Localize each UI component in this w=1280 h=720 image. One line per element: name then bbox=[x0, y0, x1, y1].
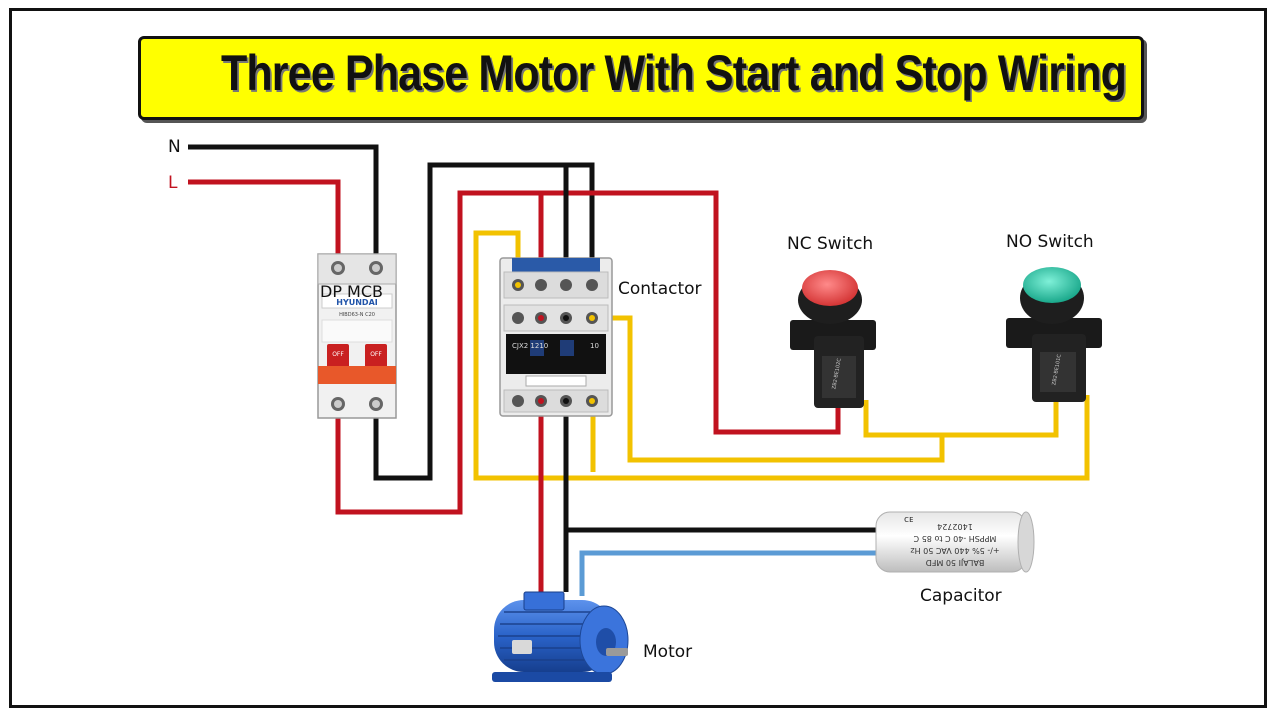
mcb-off-right: OFF bbox=[370, 351, 382, 358]
wire-control-top bbox=[473, 230, 1090, 481]
motor bbox=[492, 591, 629, 682]
no-switch: ZB2-BE101C bbox=[1006, 267, 1102, 402]
wire-capacitor-blue bbox=[579, 550, 880, 596]
nc-marking: ZB2-BE102C bbox=[831, 357, 842, 389]
no-marking: ZB2-BE101C bbox=[1051, 353, 1062, 385]
contactor-model: CJX2 1210 bbox=[512, 342, 548, 350]
label-no-switch: NO Switch bbox=[1006, 232, 1094, 252]
wire-control-aux bbox=[598, 315, 1059, 463]
nc-button-cap bbox=[802, 270, 858, 306]
page-title: Three Phase Motor With Start and Stop Wi… bbox=[221, 45, 1127, 101]
wire-control-nc-no bbox=[863, 400, 942, 438]
cap-line-4: 1402724 bbox=[937, 522, 973, 531]
capacitor: BALAJI 50 MFD +/- 5% 440 VAC 50 Hz MPPSH… bbox=[875, 511, 1035, 573]
cap-line-1: BALAJI 50 MFD bbox=[926, 558, 985, 567]
motor-terminal-box bbox=[523, 591, 565, 611]
wire-mcb-line-out bbox=[335, 190, 841, 515]
mcb-off-left: OFF bbox=[332, 351, 344, 358]
title-banner: Three Phase Motor With Start and Stop Wi… bbox=[138, 36, 1144, 120]
no-button-cap bbox=[1023, 267, 1081, 303]
cap-line-2: +/- 5% 440 VAC 50 Hz bbox=[910, 546, 999, 555]
wire-neutral-in bbox=[188, 144, 379, 268]
motor-shaft bbox=[606, 648, 628, 656]
nc-switch: ZB2-BE102C bbox=[790, 270, 876, 408]
contactor: CJX2 1210 10 bbox=[499, 257, 613, 417]
label-motor: Motor bbox=[643, 642, 692, 662]
contactor-no: 10 bbox=[590, 342, 599, 350]
label-mcb: DP MCB bbox=[320, 282, 383, 301]
mcb-brand: HYUNDAI bbox=[336, 298, 378, 307]
wire-mcb-neutral-out bbox=[373, 162, 595, 481]
label-line: L bbox=[168, 173, 178, 193]
label-neutral: N bbox=[168, 137, 181, 157]
mcb-model: HIBD63-N C20 bbox=[339, 312, 375, 318]
label-capacitor: Capacitor bbox=[920, 586, 1002, 606]
svg-text:ᴄᴇ: ᴄᴇ bbox=[904, 515, 913, 525]
wire-line-in bbox=[188, 179, 341, 268]
cap-line-3: MPPSH -40 C to 85 C bbox=[913, 534, 996, 543]
label-contactor: Contactor bbox=[618, 279, 702, 299]
label-nc-switch: NC Switch bbox=[787, 234, 873, 254]
dp-mcb: HYUNDAI HIBD63-N C20 OFF OFF bbox=[317, 253, 397, 419]
